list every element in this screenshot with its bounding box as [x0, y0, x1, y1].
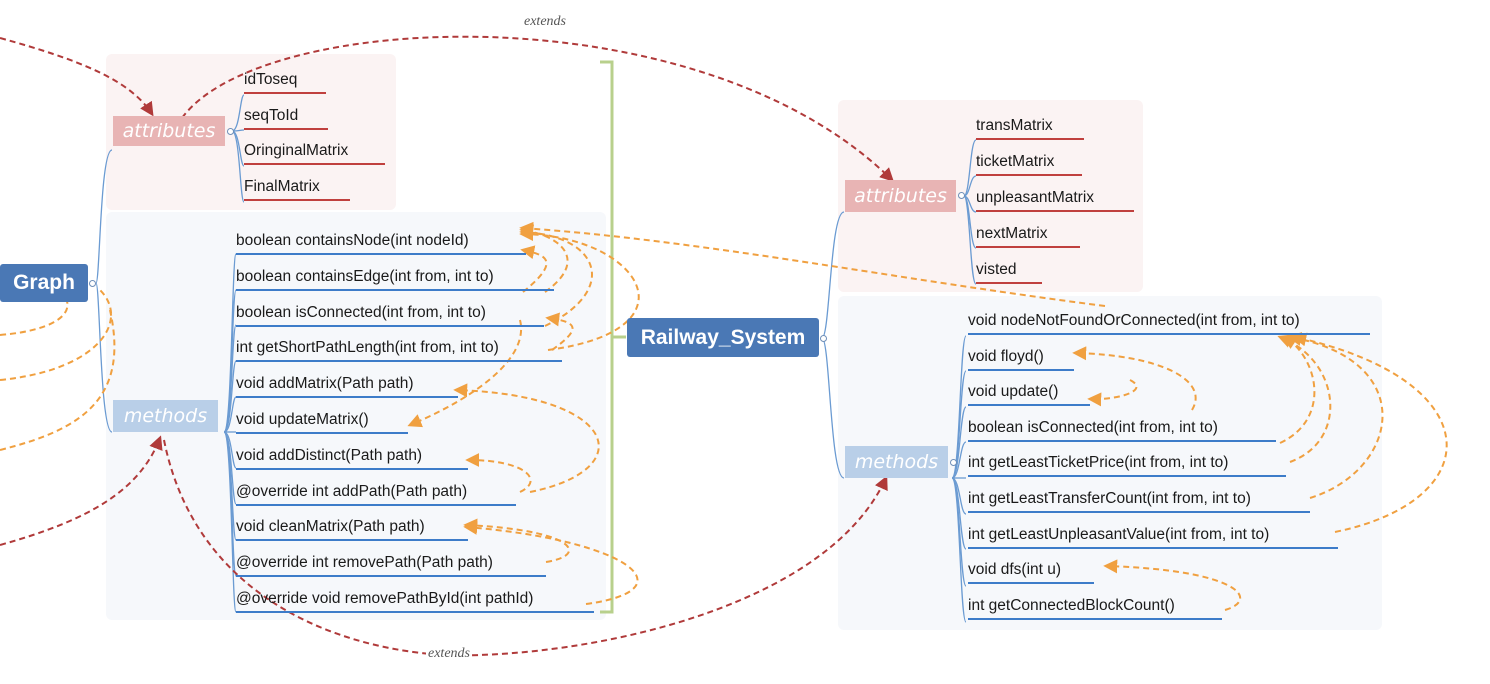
graph-attribute-item-3[interactable]: FinalMatrix — [244, 177, 350, 201]
graph-attribute-item-2[interactable]: OringinalMatrix — [244, 141, 385, 165]
summary-bracket — [600, 60, 626, 614]
railway-method-item-1[interactable]: void floyd() — [968, 347, 1074, 371]
railway-attributes-collapse-toggle[interactable] — [958, 192, 965, 199]
graph-method-item-4[interactable]: void addMatrix(Path path) — [236, 374, 458, 399]
railway-method-item-5[interactable]: int getLeastTransferCount(int from, int … — [968, 489, 1310, 513]
railway-method-item-3[interactable]: boolean isConnected(int from, int to) — [968, 418, 1276, 442]
graph-collapse-toggle[interactable] — [89, 280, 96, 287]
extends-label-bottom: extends — [426, 646, 472, 662]
graph-attribute-item-0[interactable]: idToseq — [244, 70, 326, 94]
graph-method-item-2[interactable]: boolean isConnected(int from, int to) — [236, 303, 544, 327]
graph-method-item-5[interactable]: void updateMatrix() — [236, 410, 408, 434]
graph-method-item-3[interactable]: int getShortPathLength(int from, int to) — [236, 338, 562, 363]
railway-methods-category[interactable]: methods — [845, 446, 948, 478]
railway-method-item-6[interactable]: int getLeastUnpleasantValue(int from, in… — [968, 525, 1338, 549]
graph-attributes-collapse-toggle[interactable] — [227, 128, 234, 135]
railway-attribute-item-2[interactable]: unpleasantMatrix — [976, 188, 1134, 212]
extends-label-top: extends — [522, 14, 568, 30]
graph-attributes-category[interactable]: attributes — [113, 116, 225, 146]
railway-attribute-item-3[interactable]: nextMatrix — [976, 224, 1080, 248]
railway-branch-lines — [821, 139, 977, 623]
graph-method-item-8[interactable]: void cleanMatrix(Path path) — [236, 517, 468, 542]
railway-attribute-item-1[interactable]: ticketMatrix — [976, 152, 1082, 176]
railway-method-item-7[interactable]: void dfs(int u) — [968, 560, 1094, 585]
graph-method-lines — [223, 253, 237, 613]
railway-root-topic[interactable]: Railway_System — [627, 318, 819, 357]
railway-collapse-toggle[interactable] — [820, 335, 827, 342]
graph-method-item-7[interactable]: @override int addPath(Path path) — [236, 482, 516, 506]
railway-attributes-category[interactable]: attributes — [845, 180, 956, 212]
railway-method-item-2[interactable]: void update() — [968, 382, 1090, 407]
graph-root-topic[interactable]: Graph — [0, 264, 88, 302]
graph-methods-category[interactable]: methods — [113, 400, 218, 432]
graph-method-item-6[interactable]: void addDistinct(Path path) — [236, 446, 468, 470]
railway-attribute-item-0[interactable]: transMatrix — [976, 116, 1084, 140]
railway-method-item-8[interactable]: int getConnectedBlockCount() — [968, 596, 1222, 620]
railway-attribute-item-4[interactable]: visted — [976, 260, 1042, 284]
graph-method-item-10[interactable]: @override void removePathById(int pathId… — [236, 589, 594, 613]
graph-method-item-9[interactable]: @override int removePath(Path path) — [236, 553, 546, 578]
railway-method-item-0[interactable]: void nodeNotFoundOrConnected(int from, i… — [968, 311, 1370, 335]
graph-method-item-1[interactable]: boolean containsEdge(int from, int to) — [236, 267, 554, 291]
graph-branch-lines — [95, 94, 245, 433]
graph-method-item-0[interactable]: boolean containsNode(int nodeId) — [236, 231, 526, 255]
graph-attribute-item-1[interactable]: seqToId — [244, 106, 328, 130]
railway-methods-collapse-toggle[interactable] — [950, 459, 957, 466]
railway-method-item-4[interactable]: int getLeastTicketPrice(int from, int to… — [968, 453, 1286, 478]
call-arrows — [0, 221, 1448, 611]
extends-arrows — [0, 35, 894, 657]
